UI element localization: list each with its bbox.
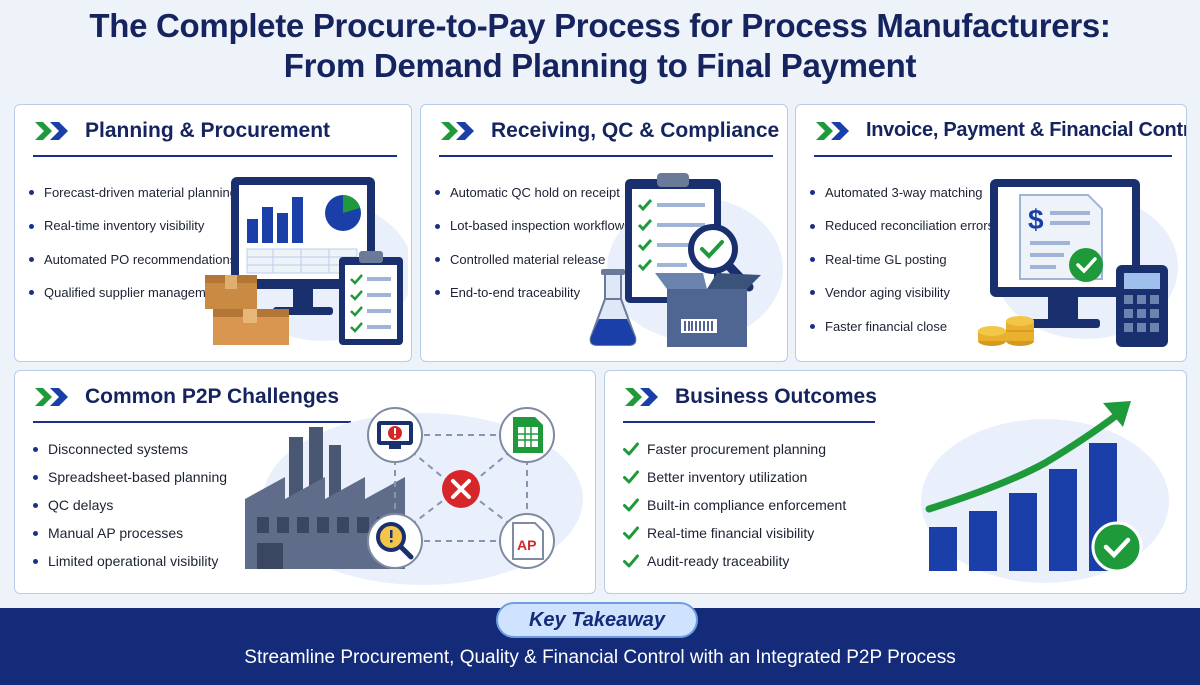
card-receiving-underline xyxy=(439,155,773,157)
check-circle-icon xyxy=(1091,521,1143,573)
card-planning-underline xyxy=(33,155,397,157)
card-challenges-underline xyxy=(33,421,351,423)
list-item: Spreadsheet-based planning xyxy=(33,463,227,491)
list-item: Real-time inventory visibility xyxy=(29,209,237,242)
planning-illustration xyxy=(205,177,408,345)
open-box-icon xyxy=(655,273,761,347)
double-chevron-icon xyxy=(814,120,854,142)
list-item: Qualified supplier management xyxy=(29,276,237,309)
list-item: Automatic QC hold on receipt xyxy=(435,176,631,209)
receiving-illustration xyxy=(589,173,783,347)
checkmark-icon xyxy=(623,526,639,540)
card-invoice-title: Invoice, Payment & Financial Control xyxy=(866,119,1187,141)
check-circle-icon xyxy=(1069,248,1103,282)
list-item: Limited operational visibility xyxy=(33,547,227,575)
calculator-icon xyxy=(1116,265,1168,347)
list-item: End-to-end traceability xyxy=(435,276,631,309)
checkmark-icon xyxy=(623,442,639,456)
flask-icon xyxy=(589,269,637,346)
card-business-outcomes: Business Outcomes Faster procurement pla… xyxy=(604,370,1187,594)
error-x-icon xyxy=(442,470,480,508)
page-title: The Complete Procure-to-Pay Process for … xyxy=(0,6,1200,86)
list-item: QC delays xyxy=(33,491,227,519)
list-item: Real-time financial visibility xyxy=(623,519,846,547)
magnifier-alert-icon xyxy=(367,513,423,569)
invoice-illustration: $ xyxy=(978,179,1178,347)
growth-chart-illustration xyxy=(921,401,1169,583)
planning-list: Forecast-driven material planning Real-t… xyxy=(29,176,237,310)
list-item: Controlled material release xyxy=(435,243,631,276)
checkmark-icon xyxy=(623,498,639,512)
card-challenges-title: Common P2P Challenges xyxy=(85,385,340,408)
growth-arrow-icon xyxy=(925,401,1131,513)
list-item: Automated 3-way matching xyxy=(810,176,994,209)
card-receiving-title: Receiving, QC & Compliance xyxy=(491,119,780,142)
list-item: Faster financial close xyxy=(810,310,994,343)
card-outcomes-header: Business Outcomes xyxy=(623,385,877,409)
card-receiving-header: Receiving, QC & Compliance xyxy=(439,119,779,143)
double-chevron-icon xyxy=(33,386,73,408)
card-invoice-header: Invoice, Payment & Financial Control xyxy=(814,119,1187,142)
key-takeaway-text: Streamline Procurement, Quality & Financ… xyxy=(244,647,956,668)
list-item: Vendor aging visibility xyxy=(810,276,994,309)
list-item: Audit-ready traceability xyxy=(623,547,846,575)
dollar-symbol: $ xyxy=(1028,204,1044,235)
monitor-alert-icon xyxy=(367,407,423,463)
card-receiving-qc: Receiving, QC & Compliance Automatic QC … xyxy=(420,104,788,362)
key-takeaway-badge: Key Takeaway xyxy=(496,602,698,638)
list-item: Automated PO recommendations xyxy=(29,243,237,276)
card-challenges-header: Common P2P Challenges xyxy=(33,385,339,409)
card-invoice-underline xyxy=(814,155,1172,157)
list-item: Manual AP processes xyxy=(33,519,227,547)
coins-icon xyxy=(978,316,1034,346)
challenges-illustration: AP xyxy=(245,407,583,585)
ap-document-icon: AP xyxy=(499,513,555,569)
double-chevron-icon xyxy=(33,120,73,142)
checkmark-icon xyxy=(623,554,639,568)
invoice-list: Automated 3-way matching Reduced reconci… xyxy=(810,176,994,343)
list-item: Built-in compliance enforcement xyxy=(623,491,846,519)
card-outcomes-title: Business Outcomes xyxy=(675,385,877,408)
spreadsheet-icon xyxy=(499,407,555,463)
challenges-list: Disconnected systems Spreadsheet-based p… xyxy=(33,435,227,575)
list-item: Forecast-driven material planning xyxy=(29,176,237,209)
card-planning-title: Planning & Procurement xyxy=(85,119,331,142)
page-title-line-2: From Demand Planning to Final Payment xyxy=(283,47,917,84)
list-item: Faster procurement planning xyxy=(623,435,846,463)
clipboard-checklist-icon xyxy=(339,251,403,345)
list-item: Real-time GL posting xyxy=(810,243,994,276)
dashed-connectors xyxy=(394,434,528,542)
card-planning-header: Planning & Procurement xyxy=(33,119,330,143)
list-item: Lot-based inspection workflows xyxy=(435,209,631,242)
ap-label: AP xyxy=(517,537,536,553)
checkmark-icon xyxy=(623,470,639,484)
card-invoice-payment: Invoice, Payment & Financial Control Aut… xyxy=(795,104,1187,362)
list-item: Disconnected systems xyxy=(33,435,227,463)
card-planning-procurement: Planning & Procurement Forecast-driven m… xyxy=(14,104,412,362)
double-chevron-icon xyxy=(623,386,663,408)
card-outcomes-underline xyxy=(623,421,875,423)
double-chevron-icon xyxy=(439,120,479,142)
list-item: Reduced reconciliation errors xyxy=(810,209,994,242)
page-title-line-1: The Complete Procure-to-Pay Process for … xyxy=(89,7,1111,44)
receiving-list: Automatic QC hold on receipt Lot-based i… xyxy=(435,176,631,310)
boxes-icon xyxy=(205,275,289,345)
outcomes-list: Faster procurement planning Better inven… xyxy=(623,435,846,575)
card-common-challenges: Common P2P Challenges Disconnected syste… xyxy=(14,370,596,594)
list-item: Better inventory utilization xyxy=(623,463,846,491)
